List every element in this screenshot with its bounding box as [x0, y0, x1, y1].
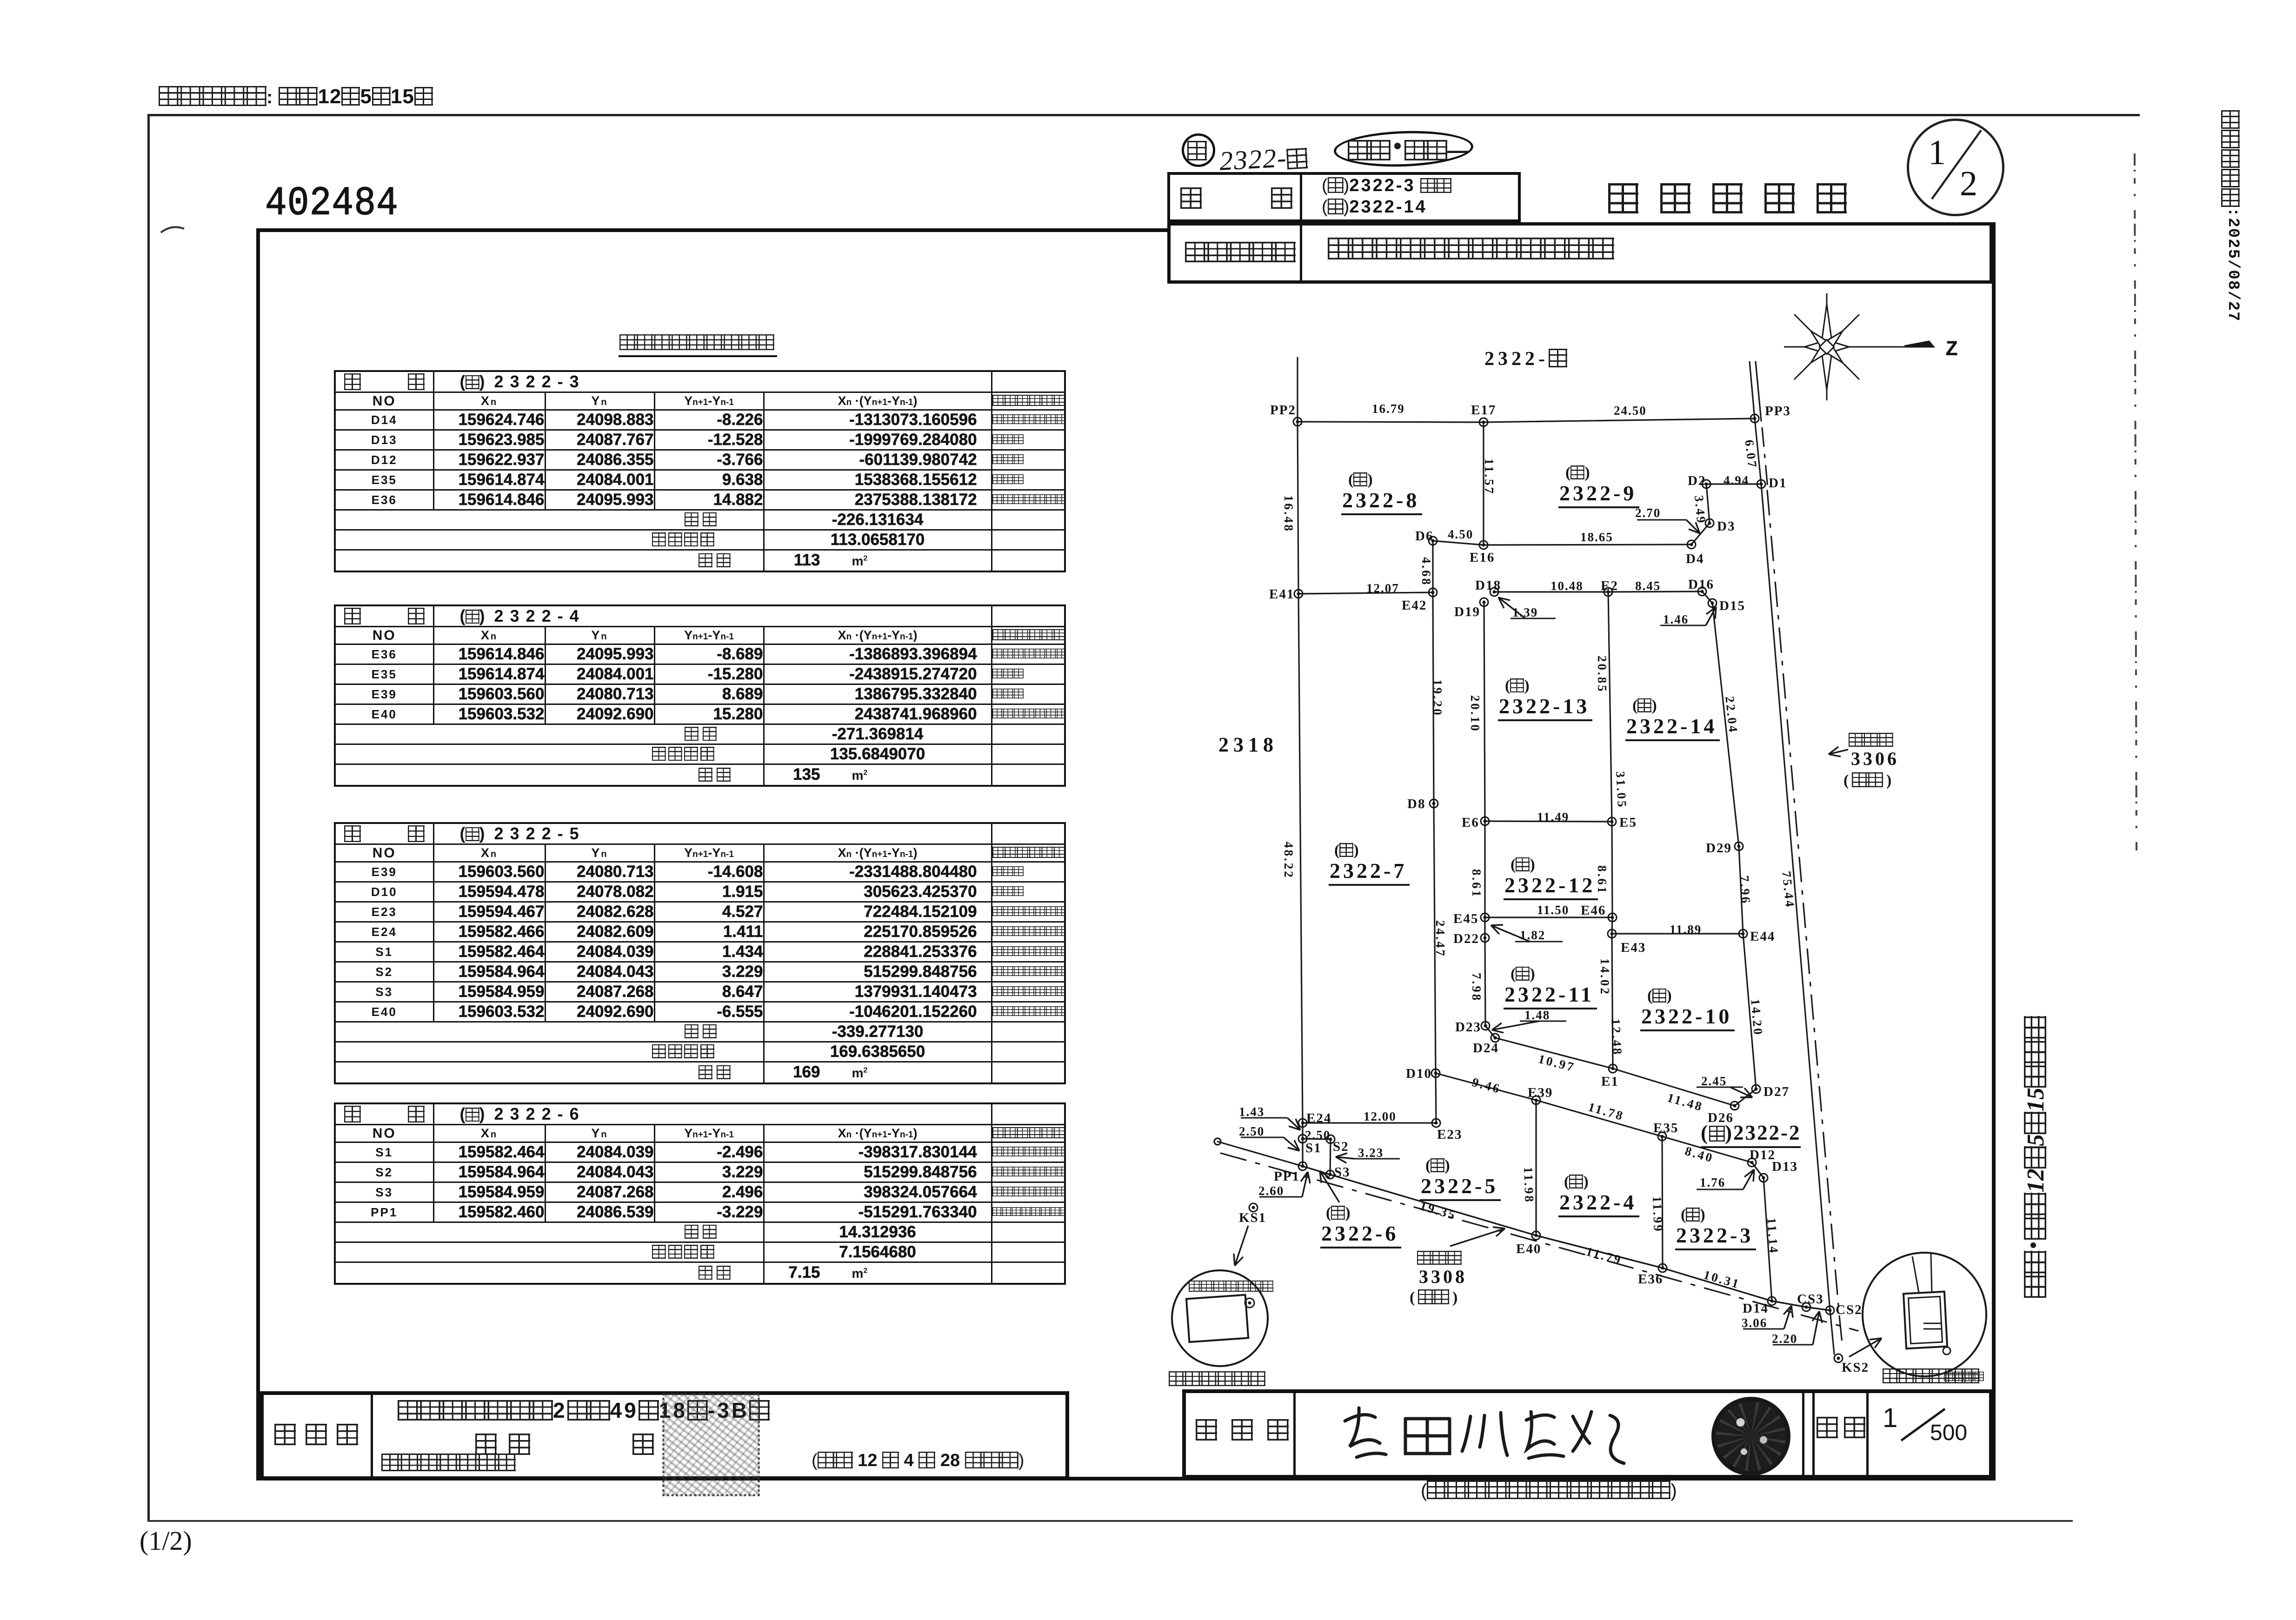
svg-text:Z: Z: [1945, 338, 1958, 362]
